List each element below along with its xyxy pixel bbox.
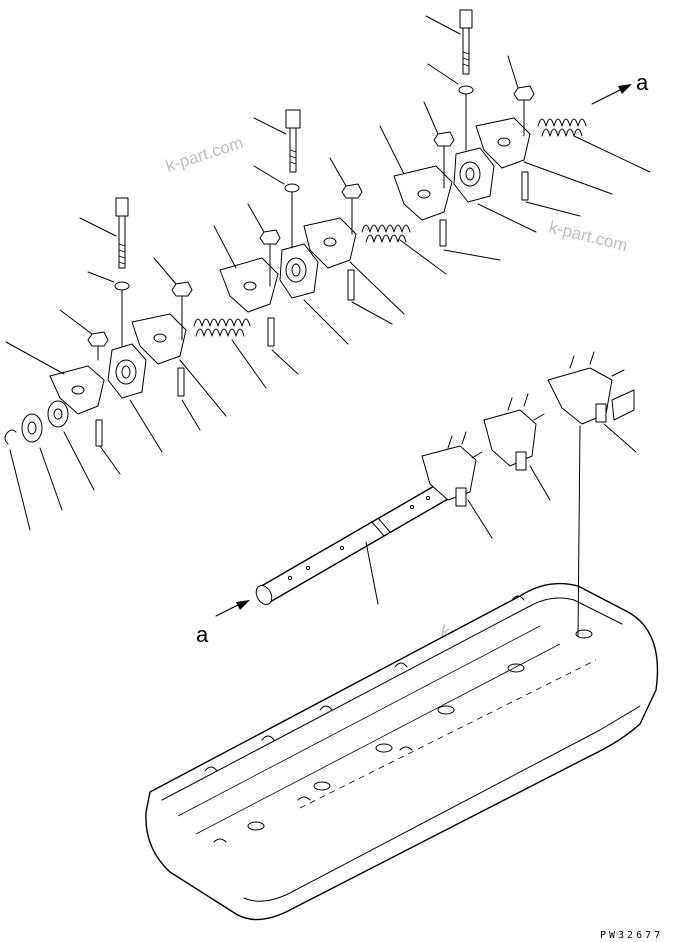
leader-assembly-3: [603, 423, 637, 453]
rocker-arm-2: [131, 313, 227, 417]
watermark-1: k-part.com: [163, 133, 245, 176]
leader-shaft: [365, 541, 379, 605]
adjust-screw-5: [439, 219, 501, 261]
adjust-screw-4: [347, 269, 393, 325]
nut-4: [329, 157, 363, 235]
rocker-support-3: [453, 147, 537, 233]
drawing-code: PW32677: [600, 930, 663, 941]
nut-5: [423, 101, 455, 189]
ref-label-a-top: a: [636, 70, 649, 95]
rocker-arm-5: [379, 125, 453, 221]
stud-bolt-2: [425, 9, 473, 75]
spring-1: [193, 318, 267, 389]
rocker-arm-4: [303, 217, 405, 315]
reference-arrow-left: a: [196, 600, 250, 647]
reference-arrow-top: a: [591, 70, 649, 105]
cylinder-head: [145, 582, 659, 921]
rocker-arm-1: [5, 341, 105, 415]
adjust-screw-2: [177, 367, 201, 431]
stud-bolt-1: [79, 197, 129, 269]
rocker-arm-6: [475, 117, 613, 195]
adjust-screw-6: [521, 171, 581, 217]
spacer-end: [47, 400, 95, 491]
nut-3: [247, 203, 281, 287]
spring-2: [361, 224, 447, 275]
bolt-1: [253, 109, 301, 173]
nut-6: [507, 55, 535, 137]
washer-end: [21, 413, 63, 511]
rocker-assembly-3: [547, 351, 635, 425]
lock-ring-2: [253, 165, 300, 249]
leader-assembly-1: [467, 499, 493, 539]
lock-ring-3: [427, 63, 474, 151]
adjust-screw-1: [95, 419, 121, 475]
snap-ring: [4, 429, 31, 531]
rocker-arm-3: [213, 225, 279, 313]
alignment-line: [577, 425, 581, 637]
nut-1: [59, 309, 109, 361]
adjust-screw-3: [267, 317, 299, 375]
rocker-assembly-2: [483, 393, 545, 471]
ref-label-a-left: a: [196, 622, 209, 647]
rocker-assembly-1: [421, 431, 483, 507]
watermark-2: k-part.com: [547, 217, 630, 255]
lock-ring-1: [87, 271, 130, 347]
rocker-support-2: [279, 243, 349, 345]
rocker-shaft: [255, 477, 461, 605]
nut-2: [153, 257, 193, 341]
leader-assembly-2: [529, 465, 551, 501]
rocker-support-1: [107, 343, 163, 453]
spring-3: [537, 118, 651, 173]
